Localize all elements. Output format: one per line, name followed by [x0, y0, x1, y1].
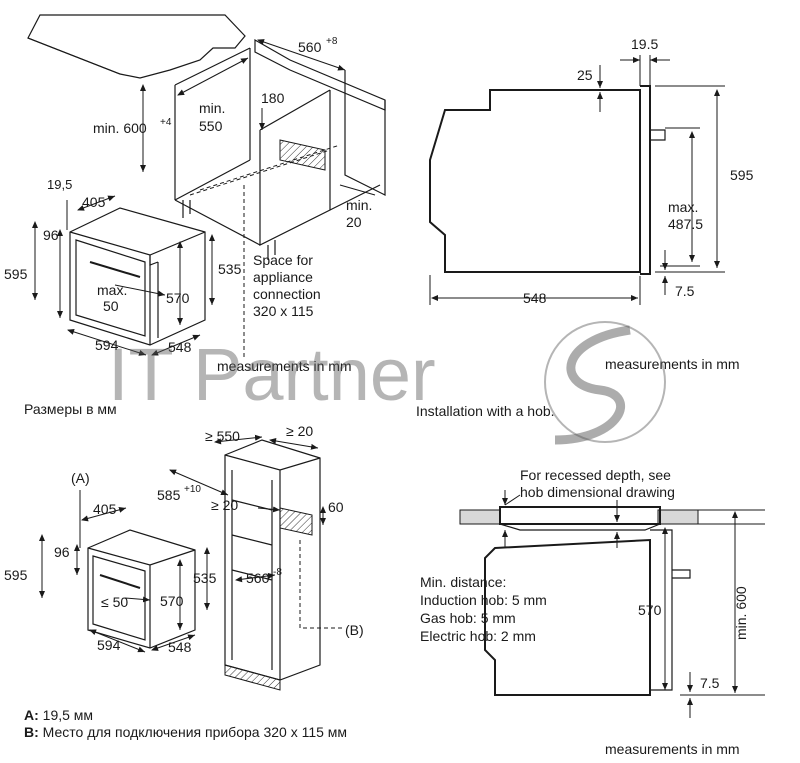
space-note-3: connection — [253, 286, 321, 302]
note-a: A: 19,5 мм — [24, 707, 93, 724]
note-b: B: Место для подключения прибора 320 x 1… — [24, 724, 354, 741]
dim-min-600: min. 600 — [93, 120, 147, 136]
watermark-logo-icon — [544, 321, 666, 443]
worktop-slab — [27, 14, 246, 79]
caption-dimensions: Размеры в мм — [24, 401, 117, 417]
dim-min550-a: min. — [199, 100, 225, 116]
oven-iso-1 — [69, 207, 206, 346]
dim-600-tol: +4 — [160, 117, 172, 128]
recess-note-2: hob dimensional drawing — [520, 484, 675, 500]
dim-ge20-top: ≥ 20 — [286, 423, 313, 439]
measurements-note-bottom-right: measurements in mm — [605, 741, 740, 757]
min-distance-4: Electric hob: 2 mm — [420, 628, 536, 644]
dim-min20-a: min. — [346, 197, 372, 213]
space-note-1: Space for — [253, 252, 313, 268]
dim-560-tol: +8 — [326, 36, 338, 47]
measurements-note-top-left: measurements in mm — [217, 358, 352, 374]
dim-19-5: 19,5 — [47, 177, 72, 192]
watermark: IT Partner — [108, 321, 666, 445]
dim-595-bottom: 595 — [4, 567, 28, 583]
dim-570-hob: 570 — [638, 602, 662, 618]
dim-405: 405 — [82, 194, 106, 210]
dim-180: 180 — [261, 90, 285, 106]
mark-b: (B) — [345, 622, 364, 638]
dim-535: 535 — [218, 261, 242, 277]
top-right-panel: 19.5 25 595 max. 487.5 548 7.5 measureme… — [429, 36, 754, 372]
bottom-left-panel: ≥ 550 ≥ 20 585 +10 ≥ 20 60 (A) 405 96 59… — [4, 423, 364, 691]
dim-19-5-right: 19.5 — [631, 36, 658, 52]
dim-594-bottom: 594 — [97, 637, 121, 653]
dim-535-bottom: 535 — [193, 570, 217, 586]
bottom-right-panel: Installation with a hob. For recessed de… — [416, 403, 765, 757]
dim-max-b: 487.5 — [668, 216, 703, 232]
dim-7-5-hob: 7.5 — [700, 675, 720, 691]
dim-405-bottom: 405 — [93, 501, 117, 517]
dim-548: 548 — [168, 339, 192, 355]
dim-560-bottom: 560 — [246, 570, 270, 586]
dim-560: 560 — [298, 39, 322, 55]
connection-area — [279, 139, 326, 171]
dim-min550-b: 550 — [199, 118, 223, 134]
space-note-4: 320 x 115 — [253, 303, 314, 319]
watermark-text: IT Partner — [108, 333, 436, 416]
note-a-text: 19,5 мм — [42, 707, 94, 723]
min-distance-3: Gas hob: 5 mm — [420, 610, 516, 626]
dim-595-right: 595 — [730, 167, 754, 183]
dim-max-a: max. — [668, 199, 698, 215]
mark-a: (A) — [71, 470, 90, 486]
top-left-panel: 560 +8 min. 600 +4 min. 550 180 19,5 405… — [4, 14, 386, 417]
note-b-key: B: — [24, 724, 39, 740]
dim-ge20-mid: ≥ 20 — [211, 497, 238, 513]
min-distance-2: Induction hob: 5 mm — [420, 592, 547, 608]
dim-min-600-hob: min. 600 — [733, 586, 749, 640]
dim-585-tol: +10 — [184, 484, 201, 495]
dim-le50: ≤ 50 — [101, 594, 128, 610]
dim-548-right: 548 — [523, 290, 547, 306]
dim-7-5-top: 7.5 — [675, 283, 695, 299]
dim-max50-b: 50 — [103, 298, 119, 314]
dim-25: 25 — [577, 67, 593, 83]
dim-ge550: ≥ 550 — [205, 428, 240, 444]
note-b-text: Место для подключения прибора 320 x 115 … — [42, 724, 348, 740]
dim-594: 594 — [95, 337, 119, 353]
dim-560-tol-bottom: -8 — [273, 567, 282, 578]
dim-96: 96 — [43, 227, 59, 243]
dim-max50-a: max. — [97, 282, 127, 298]
space-note-2: appliance — [253, 269, 313, 285]
oven-side-profile — [429, 89, 641, 273]
dim-595: 595 — [4, 266, 28, 282]
dim-60: 60 — [328, 499, 344, 515]
dim-min20-b: 20 — [346, 214, 362, 230]
recess-note-1: For recessed depth, see — [520, 467, 671, 483]
min-distance-1: Min. distance: — [420, 574, 506, 590]
dim-96-bottom: 96 — [54, 544, 70, 560]
measurements-note-top-right: measurements in mm — [605, 356, 740, 372]
oven-side-hob — [484, 538, 651, 696]
dim-570-bottom: 570 — [160, 593, 184, 609]
hob-outline — [499, 506, 661, 525]
dim-570: 570 — [166, 290, 190, 306]
hob-installation-title: Installation with a hob. — [416, 403, 555, 419]
dim-548-bottom: 548 — [168, 639, 192, 655]
note-a-key: A: — [24, 707, 39, 723]
dim-585: 585 — [157, 487, 181, 503]
connection-area-bottom — [279, 507, 313, 536]
oven-iso-2 — [87, 529, 196, 649]
